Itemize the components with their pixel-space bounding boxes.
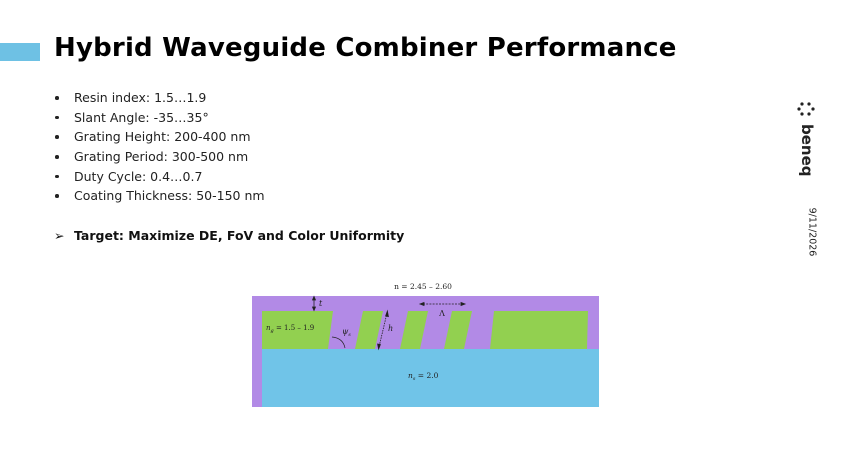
target-text: Target: Maximize DE, FoV and Color Unifo… [74, 228, 405, 243]
slant-angle-label: ψs [342, 327, 351, 338]
grating-ridge-2 [355, 311, 383, 349]
grating-ridge-1 [262, 311, 333, 349]
bullet-slant-angle: Slant Angle: -35…35° [52, 108, 265, 128]
substrate-layer [262, 349, 599, 407]
thickness-arrow-icon [311, 295, 317, 312]
grating-ridge-5 [490, 311, 588, 349]
thickness-label: t [319, 299, 323, 308]
bullet-resin-index: Resin index: 1.5…1.9 [52, 88, 265, 108]
logo-dots-icon [797, 102, 815, 116]
arrow-bullet-icon: ➢ [54, 228, 65, 243]
logo-wordmark: beneq [798, 124, 816, 177]
height-label: h [388, 324, 393, 333]
bullet-duty-cycle: Duty Cycle: 0.4…0.7 [52, 167, 265, 187]
slide-date: 9/11/2026 [806, 207, 818, 257]
height-arrow-icon [377, 309, 389, 351]
grating-ridge-4 [444, 311, 472, 349]
title-accent-bar [0, 43, 40, 61]
coating-index-label: n = 2.45 – 2.60 [394, 282, 452, 291]
substrate-index-label: ns = 2.0 [408, 371, 439, 382]
beneq-logo: beneq [797, 102, 816, 177]
slant-angle-arc-icon [331, 336, 346, 349]
waveguide-cross-section-diagram: n = 2.45 – 2.60 t ng = 1.5 – 1.9 ψs h Λ … [252, 282, 599, 407]
bullet-grating-height: Grating Height: 200-400 nm [52, 127, 265, 147]
period-arrow-icon [418, 301, 467, 307]
parameter-list: Resin index: 1.5…1.9 Slant Angle: -35…35… [52, 88, 265, 206]
target-statement: ➢ Target: Maximize DE, FoV and Color Unif… [54, 228, 404, 243]
resin-index-label: ng = 1.5 – 1.9 [266, 324, 314, 334]
bullet-coating-thickness: Coating Thickness: 50-150 nm [52, 186, 265, 206]
grating-ridge-3 [400, 311, 428, 349]
period-label: Λ [438, 309, 445, 318]
bullet-grating-period: Grating Period: 300-500 nm [52, 147, 265, 167]
slide-title: Hybrid Waveguide Combiner Performance [54, 33, 677, 63]
